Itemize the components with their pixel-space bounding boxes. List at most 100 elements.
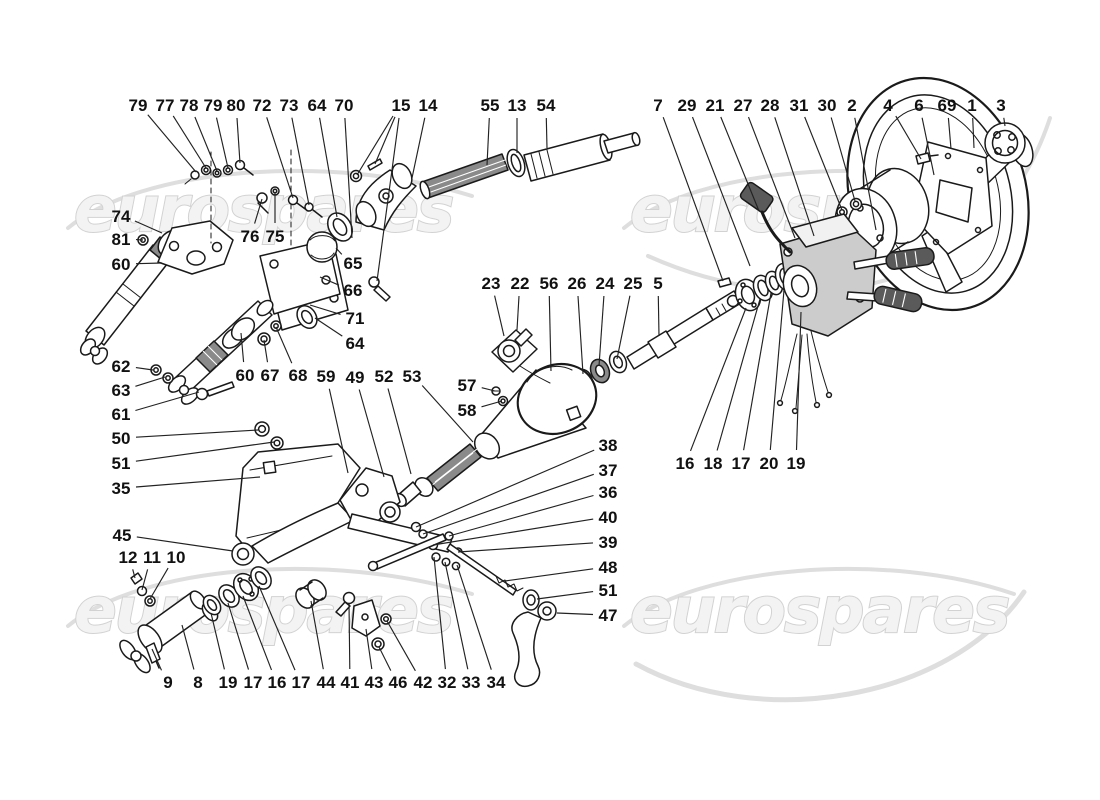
callout-line-24 [598,295,605,367]
part-number-11-45: 11 [143,548,161,567]
key [514,328,533,347]
callout-line-38 [415,449,595,528]
washer [522,589,540,611]
callout-line-47 [556,612,594,616]
wiring-harness [780,333,798,401]
callout-line-44 [310,600,324,670]
part-number-56-29: 56 [540,274,559,293]
washer [270,320,282,332]
part-number-4-22: 4 [883,96,893,115]
part-number-38-67: 38 [599,436,618,455]
callout-line-37 [422,473,594,535]
nut [497,395,509,407]
callout-line-77 [172,115,207,169]
part-number-37-68: 37 [599,461,618,480]
stalk-arm [846,291,879,302]
callout-line-12 [132,569,136,579]
callout-line-31 [804,116,843,211]
callout-line-73 [291,117,310,206]
part-number-8-76: 8 [193,673,202,692]
part-number-73-6: 73 [280,96,299,115]
callout-line-55 [486,117,490,166]
part-number-1-25: 1 [967,96,976,115]
part-number-50-40: 50 [112,429,131,448]
yoke-nut [349,169,363,183]
part-number-62-37: 62 [112,357,131,376]
housing-top-plate [791,213,859,248]
bolt-head [195,387,209,401]
callout-line-79 [215,117,229,169]
part-number-5-33: 5 [653,274,662,293]
part-number-45-43: 45 [113,526,132,545]
callout-line-74 [134,220,163,234]
callout-line-15 [374,116,396,165]
callout-line-65 [335,247,343,255]
part-number-41-82: 41 [341,673,360,692]
part-number-32-86: 32 [438,673,457,692]
part-number-55-11: 55 [481,96,500,115]
callout-line-78 [194,116,218,172]
part-number-53-59: 53 [403,367,422,386]
callout-line-25 [616,295,631,360]
callout-line-51 [135,441,275,462]
washer [162,372,174,384]
callout-line-63 [135,376,166,387]
part-number-19-77: 19 [219,673,238,692]
nut [257,332,271,346]
part-number-52-58: 52 [375,367,394,386]
part-number-33-87: 33 [462,673,481,692]
callout-line-6 [921,117,935,176]
part-number-47-74: 47 [599,606,618,625]
washer [380,613,392,625]
callout-line-29 [691,116,751,267]
part-number-27-17: 27 [734,96,753,115]
ignition-switch [491,328,551,407]
part-number-30-20: 30 [818,96,837,115]
callout-line-19 [795,311,802,451]
callout-line-66 [319,276,340,286]
callout-line-32 [433,556,446,670]
watermark-text: eurospares [74,574,453,647]
part-number-75-48: 75 [266,227,285,246]
callout-line-21 [720,116,760,212]
callout-line-35 [135,476,261,488]
callout-line-80 [236,117,241,164]
part-number-64-7: 64 [308,96,327,115]
sliding-sleeve [523,133,611,182]
callout-line-42 [386,620,416,672]
nut [371,637,385,651]
part-number-65-49: 65 [344,254,363,273]
part-number-34-88: 34 [487,673,506,692]
part-number-21-16: 21 [706,96,725,115]
wheel-spoke [921,227,963,293]
callout-line-43 [365,628,373,670]
callout-line-46 [378,646,392,671]
part-number-66-50: 66 [344,281,363,300]
part-number-9-75: 9 [163,673,172,692]
watermark-swoosh [622,566,1016,628]
part-number-25-32: 25 [624,274,643,293]
callout-line-71 [309,304,341,315]
part-number-71-51: 71 [346,309,365,328]
part-number-18-63: 18 [704,454,723,473]
callout-line-45 [136,536,234,552]
callout-line-49 [358,389,385,478]
callout-line-41 [348,602,351,670]
flexible-coupling-cluster [256,186,354,331]
nut [254,421,270,437]
part-number-51-41: 51 [112,454,131,473]
part-number-46-84: 46 [389,673,408,692]
part-number-29-15: 29 [678,96,697,115]
callout-line-16 [689,307,747,452]
yoke-bolt [368,276,380,288]
callout-line-26 [577,295,584,375]
callout-line-60 [240,332,245,363]
callout-line-10 [149,567,169,600]
part-number-22-28: 22 [511,274,530,293]
connector-plug [739,181,774,213]
callout-line-19 [210,612,225,670]
callout-line-27 [747,116,796,239]
part-number-43-83: 43 [365,673,384,692]
